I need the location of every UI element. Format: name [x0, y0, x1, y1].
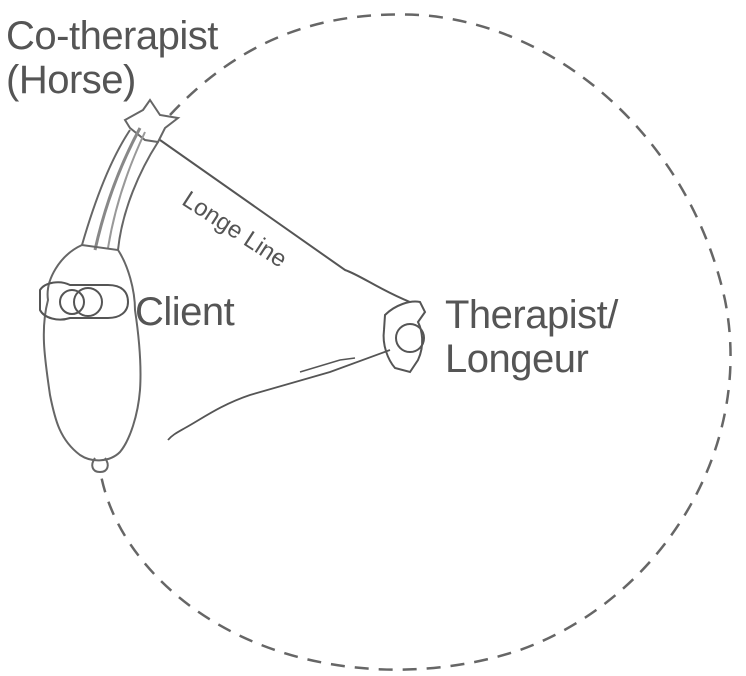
therapist-label-line1: Therapist/ — [445, 293, 618, 337]
cotherapist-label-line1: Co-therapist — [6, 14, 218, 58]
client-figure — [40, 282, 128, 319]
cotherapist-label-line2: (Horse) — [6, 58, 218, 102]
therapist-label-line2: Longeur — [445, 337, 618, 381]
therapist-label: Therapist/ Longeur — [445, 293, 618, 381]
client-label: Client — [135, 290, 234, 334]
cotherapist-label: Co-therapist (Horse) — [6, 14, 218, 102]
lunge-circle — [100, 14, 731, 669]
